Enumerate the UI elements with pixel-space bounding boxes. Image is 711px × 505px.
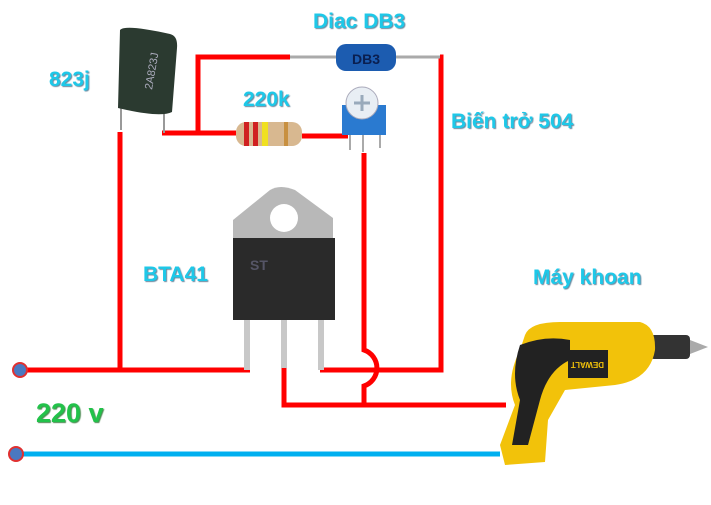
diac-image: DB3 [290, 44, 440, 71]
supply-voltage-label: 220 v [36, 398, 104, 428]
terminal-live[interactable] [12, 362, 28, 378]
resistor-label: 220k [243, 88, 290, 111]
triac-label: BTA41 [143, 263, 208, 286]
drill-image: DEWALT [500, 322, 708, 465]
wire-pot-to-load [361, 153, 380, 405]
potentiometer-label: Biến trở 504 [451, 110, 574, 133]
wire-triac-a2-to-drill [281, 368, 506, 408]
wire-diac-to-triac-gate [320, 54, 444, 373]
potentiometer-image [342, 86, 386, 152]
drill-brand-marking: DEWALT [571, 360, 604, 369]
capacitor-image: 2A823J [118, 27, 178, 133]
resistor-image [236, 122, 302, 146]
wire-diac-loop [195, 54, 290, 133]
terminal-neutral[interactable] [8, 446, 24, 462]
triac-image: ST [233, 187, 335, 370]
drill-label: Máy khoan [533, 266, 642, 289]
capacitor-label: 823j [49, 68, 90, 91]
svg-text:ST: ST [250, 257, 268, 273]
diac-label: Diac DB3 [313, 10, 406, 33]
live-wires [22, 54, 506, 408]
diac-marking: DB3 [352, 51, 380, 67]
